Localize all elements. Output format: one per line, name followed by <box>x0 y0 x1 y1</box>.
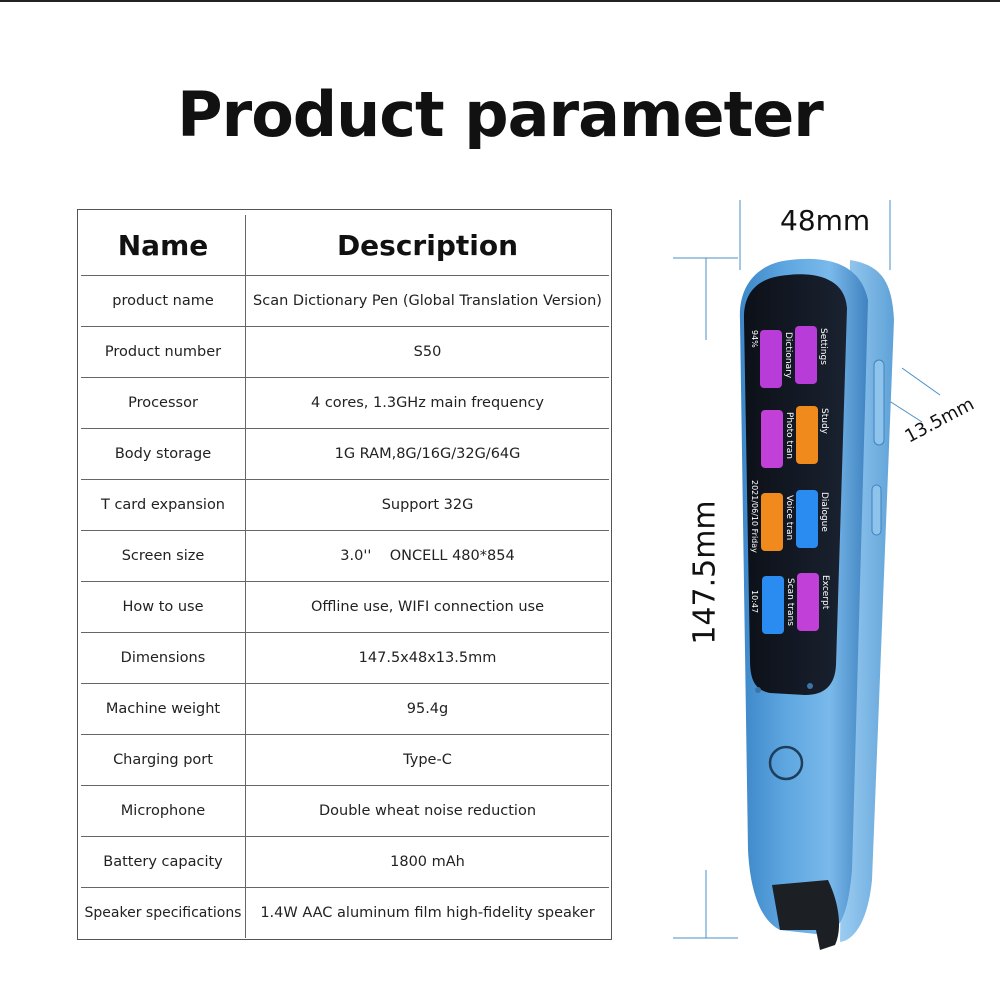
excerpt-icon <box>797 573 819 631</box>
dimension-lines <box>673 200 941 939</box>
mic-key-icon <box>807 683 813 689</box>
app-label-dialogue: Dialogue <box>819 492 829 532</box>
row-value: S50 <box>245 326 609 378</box>
home-button <box>768 745 804 781</box>
header-description: Description <box>245 215 609 276</box>
power-button <box>871 484 882 536</box>
row-name: How to use <box>81 581 246 633</box>
header-name: Name <box>81 215 246 276</box>
row-name: Battery capacity <box>81 836 246 888</box>
row-value: 95.4g <box>245 683 609 735</box>
voice-translate-icon <box>761 493 783 551</box>
row-name: Machine weight <box>81 683 246 735</box>
scanner-tip <box>772 880 840 950</box>
app-labels: Dictionary Settings Photo tran Study Voi… <box>750 328 830 626</box>
app-label-excerpt: Excerpt <box>820 575 830 610</box>
row-value: Scan Dictionary Pen (Global Translation … <box>245 275 609 327</box>
app-label-dictionary: Dictionary <box>783 332 793 379</box>
row-value: Support 32G <box>245 479 609 531</box>
height-label: 147.5mm <box>687 500 723 645</box>
table-row: Speaker specifications 1.4W AAC aluminum … <box>81 887 609 938</box>
study-icon <box>796 406 818 464</box>
row-name: Processor <box>81 377 246 429</box>
app-label-settings: Settings <box>818 328 828 365</box>
app-grid <box>760 326 819 634</box>
app-label-scan: Scan trans <box>785 578 795 626</box>
volume-button <box>873 359 885 446</box>
photo-translate-icon <box>761 410 783 468</box>
translation-pen-image: Dictionary Settings Photo tran Study Voi… <box>673 200 941 950</box>
row-value: 3.0'' ONCELL 480*854 <box>245 530 609 582</box>
top-rule <box>0 0 1000 2</box>
settings-icon <box>795 326 817 384</box>
app-label-voice: Voice tran <box>784 495 794 540</box>
dialogue-icon <box>796 490 818 548</box>
page-title: Product parameter <box>177 78 824 151</box>
row-name: Charging port <box>81 734 246 786</box>
row-name: Microphone <box>81 785 246 837</box>
row-value: 147.5x48x13.5mm <box>245 632 609 684</box>
row-value: 1800 mAh <box>245 836 609 888</box>
app-label-photo: Photo tran <box>784 412 794 459</box>
back-key-icon <box>755 687 761 693</box>
status-date: 2021/06/10 Friday <box>750 480 759 553</box>
status-battery: 94% <box>750 330 759 348</box>
width-label: 48mm <box>780 204 871 237</box>
dictionary-icon <box>760 330 782 388</box>
row-name: product name <box>81 275 246 327</box>
row-value: 4 cores, 1.3GHz main frequency <box>245 377 609 429</box>
row-value: Offline use, WIFI connection use <box>245 581 609 633</box>
app-label-study: Study <box>819 408 829 435</box>
row-name: Screen size <box>81 530 246 582</box>
row-value: 1.4W AAC aluminum film high-fidelity spe… <box>260 905 595 921</box>
row-name: Dimensions <box>81 632 246 684</box>
row-value: Double wheat noise reduction <box>245 785 609 837</box>
row-name: Body storage <box>81 428 246 480</box>
row-name: Product number <box>81 326 246 378</box>
device-illustration: Dictionary Settings Photo tran Study Voi… <box>640 190 1000 960</box>
scan-translate-icon <box>762 576 784 634</box>
row-name: T card expansion <box>81 479 246 531</box>
table-header-row: Name Description <box>81 215 609 276</box>
status-time: 10:47 <box>750 590 759 613</box>
row-name: Speaker specifications <box>81 887 246 938</box>
row-value: 1G RAM,8G/16G/32G/64G <box>245 428 609 480</box>
row-value: Type-C <box>245 734 609 786</box>
